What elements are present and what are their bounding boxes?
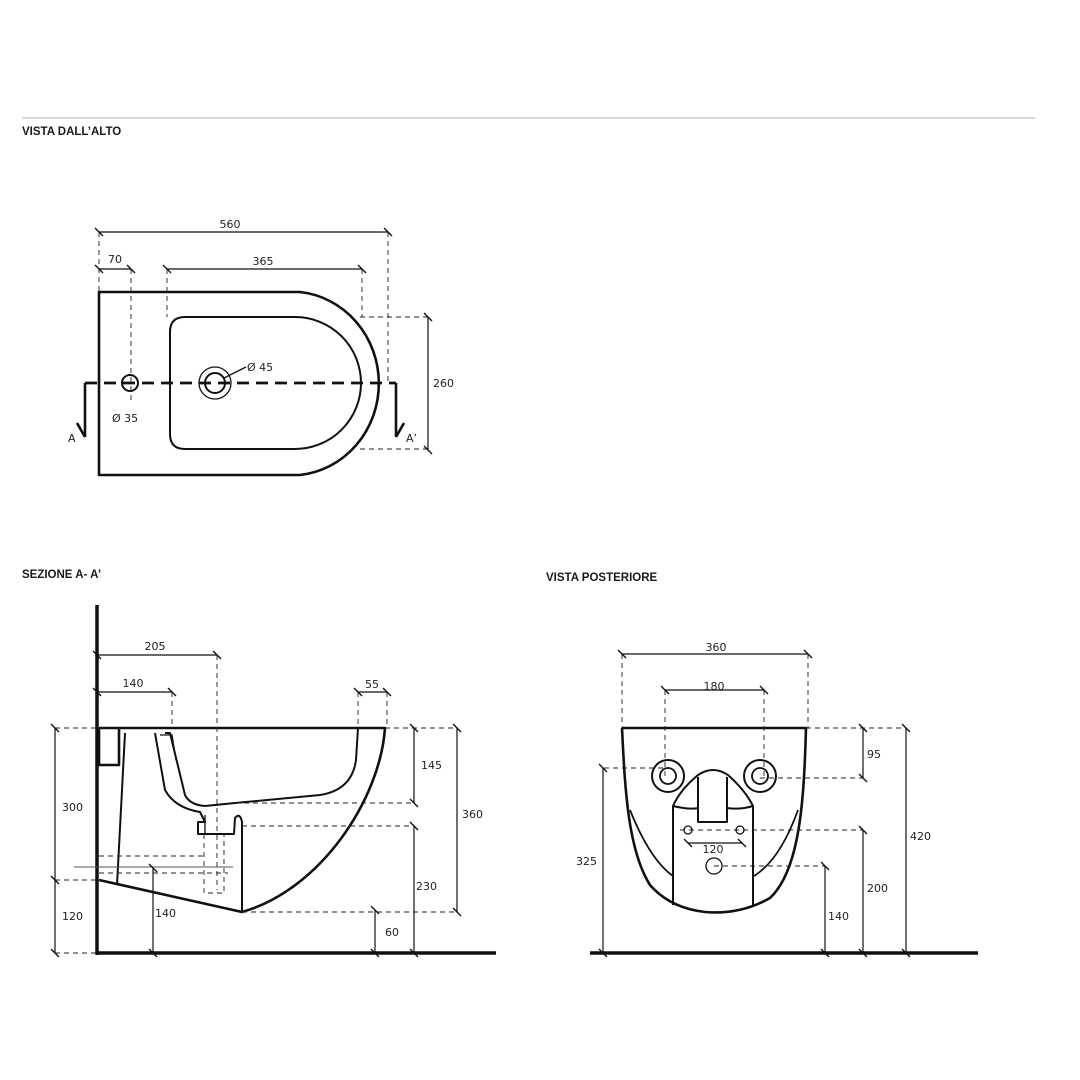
section-mark-a: A (68, 432, 76, 445)
dim-205: 205 (145, 640, 166, 653)
dim-360: 360 (462, 808, 483, 821)
drain-ring (198, 366, 232, 400)
dim-230: 230 (416, 880, 437, 893)
top-view-title: VISTA DALL’ALTO (22, 126, 121, 138)
dim-560: 560 (220, 218, 241, 231)
bidet-section-outline (98, 726, 387, 914)
rear-dim-180: 180 (704, 680, 725, 693)
rear-dim-120: 120 (703, 843, 724, 856)
rear-dim-360: 360 (706, 641, 727, 654)
dim-260: 260 (433, 377, 454, 390)
bidet-rear-outline (620, 726, 808, 914)
rear-dim-325: 325 (576, 855, 597, 868)
dim-140-top: 140 (123, 677, 144, 690)
section-mark-a-prime: A’ (406, 432, 417, 445)
dim-140-bottom: 140 (155, 907, 176, 920)
waste-outlet (705, 857, 723, 875)
dim-145: 145 (421, 759, 442, 772)
rear-view-title: VISTA POSTERIORE (546, 572, 658, 584)
section-view: SEZIONE A- A’ 205 140 55 145 360 230 60 … (22, 569, 496, 958)
dim-300: 300 (62, 801, 83, 814)
dim-70: 70 (108, 253, 122, 266)
rear-dim-420: 420 (910, 830, 931, 843)
rear-view: VISTA POSTERIORE 360 180 95 420 200 140 … (546, 572, 978, 958)
tap-hole (121, 374, 139, 392)
drain-diameter-label: Ø 45 (247, 361, 273, 374)
rear-dim-140: 140 (828, 910, 849, 923)
dim-365: 365 (253, 255, 274, 268)
dim-55: 55 (365, 678, 379, 691)
rear-dim-95: 95 (867, 748, 881, 761)
fixing-hole-left (651, 759, 685, 793)
section-arrow-right (394, 383, 406, 438)
drain-hole (204, 372, 226, 394)
rear-dim-200: 200 (867, 882, 888, 895)
bidet-outline-top (97, 290, 381, 477)
fixing-hole-right (743, 759, 777, 793)
dim-120: 120 (62, 910, 83, 923)
dim-60: 60 (385, 926, 399, 939)
tap-diameter-label: Ø 35 (112, 412, 138, 425)
section-view-title: SEZIONE A- A’ (22, 569, 101, 581)
bowl-outline-top (169, 316, 362, 450)
top-view: VISTA DALL’ALTO A A’ Ø 45 Ø 35 560 70 36… (22, 126, 454, 477)
section-arrow-left (75, 383, 87, 438)
